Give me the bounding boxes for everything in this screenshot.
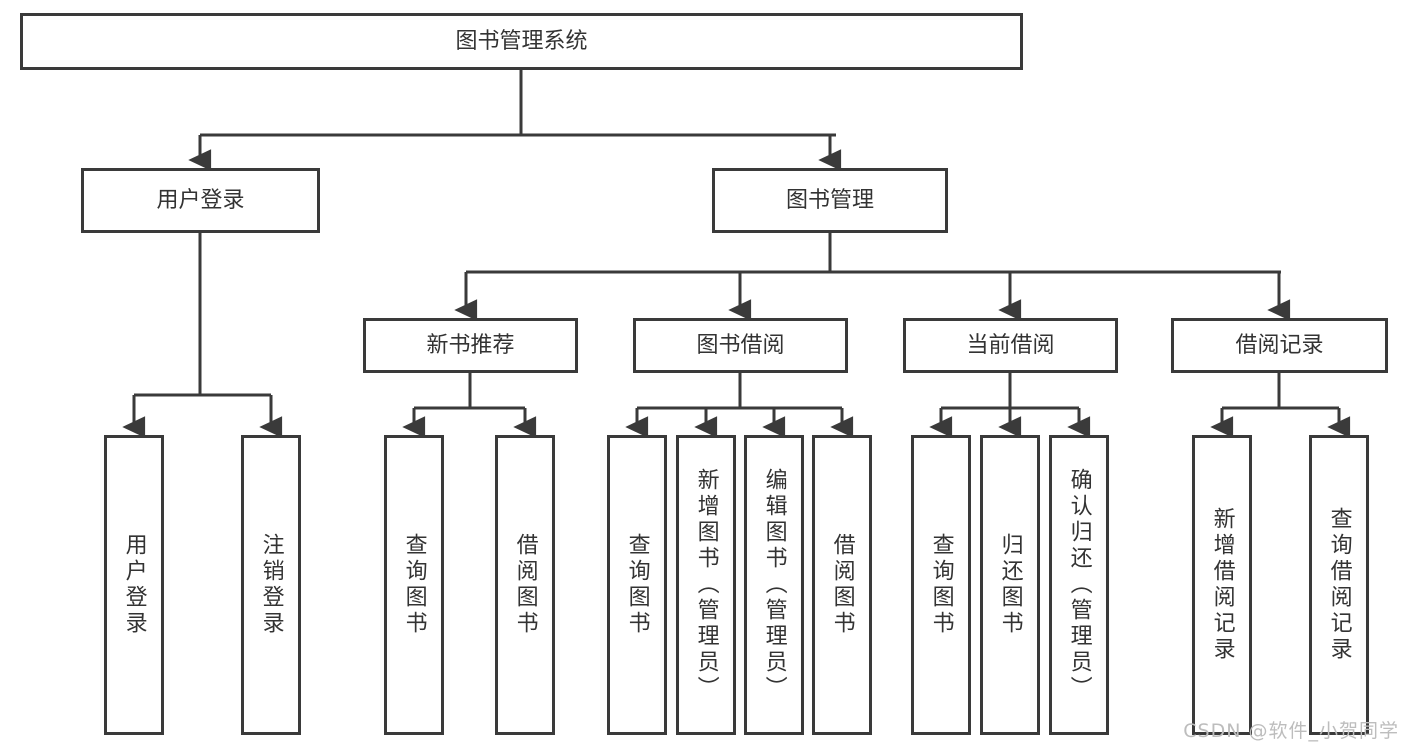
node-user-login[interactable]: 用户登录	[81, 168, 320, 233]
node-user-login-label: 用户登录	[156, 187, 245, 213]
node-book-borrow-label: 图书借阅	[696, 332, 785, 358]
node-leaf-query-book-3[interactable]: 查询图书	[911, 435, 971, 735]
node-leaf-query-book-1[interactable]: 查询图书	[384, 435, 444, 735]
node-leaf-add-record-label: 新增借阅记录	[1209, 507, 1235, 663]
node-leaf-return-book[interactable]: 归还图书	[980, 435, 1040, 735]
node-leaf-confirm-return-label: 确认归还（管理员）	[1066, 468, 1092, 702]
node-leaf-edit-book-label: 编辑图书（管理员）	[761, 468, 787, 702]
node-book-manage-label: 图书管理	[785, 187, 874, 213]
node-root[interactable]: 图书管理系统	[20, 13, 1023, 70]
node-borrow-record[interactable]: 借阅记录	[1171, 318, 1388, 373]
node-leaf-borrow-book-2[interactable]: 借阅图书	[812, 435, 872, 735]
node-leaf-edit-book[interactable]: 编辑图书（管理员）	[744, 435, 804, 735]
node-leaf-query-record[interactable]: 查询借阅记录	[1309, 435, 1369, 735]
node-new-book-rec[interactable]: 新书推荐	[363, 318, 578, 373]
node-leaf-query-book-2[interactable]: 查询图书	[607, 435, 667, 735]
node-leaf-query-record-label: 查询借阅记录	[1326, 507, 1352, 663]
node-leaf-borrow-book-1-label: 借阅图书	[512, 533, 538, 637]
node-borrow-record-label: 借阅记录	[1235, 332, 1324, 358]
node-book-manage[interactable]: 图书管理	[712, 168, 948, 233]
node-leaf-borrow-book-2-label: 借阅图书	[829, 533, 855, 637]
watermark-text: CSDN @软件_小贺同学	[1183, 720, 1399, 742]
node-leaf-add-book-label: 新增图书（管理员）	[693, 468, 719, 702]
node-leaf-user-login-label: 用户登录	[121, 533, 147, 637]
node-current-borrow-label: 当前借阅	[966, 332, 1055, 358]
node-current-borrow[interactable]: 当前借阅	[903, 318, 1118, 373]
node-leaf-borrow-book-1[interactable]: 借阅图书	[495, 435, 555, 735]
node-leaf-confirm-return[interactable]: 确认归还（管理员）	[1049, 435, 1109, 735]
node-leaf-user-logout-label: 注销登录	[258, 533, 284, 637]
node-leaf-query-book-2-label: 查询图书	[624, 533, 650, 637]
node-leaf-return-book-label: 归还图书	[997, 533, 1023, 637]
node-leaf-user-login[interactable]: 用户登录	[104, 435, 164, 735]
node-leaf-query-book-3-label: 查询图书	[928, 533, 954, 637]
node-leaf-user-logout[interactable]: 注销登录	[241, 435, 301, 735]
node-new-book-rec-label: 新书推荐	[426, 332, 515, 358]
node-root-label: 图书管理系统	[455, 28, 588, 54]
node-leaf-add-book[interactable]: 新增图书（管理员）	[676, 435, 736, 735]
node-leaf-query-book-1-label: 查询图书	[401, 533, 427, 637]
node-leaf-add-record[interactable]: 新增借阅记录	[1192, 435, 1252, 735]
node-book-borrow[interactable]: 图书借阅	[633, 318, 848, 373]
